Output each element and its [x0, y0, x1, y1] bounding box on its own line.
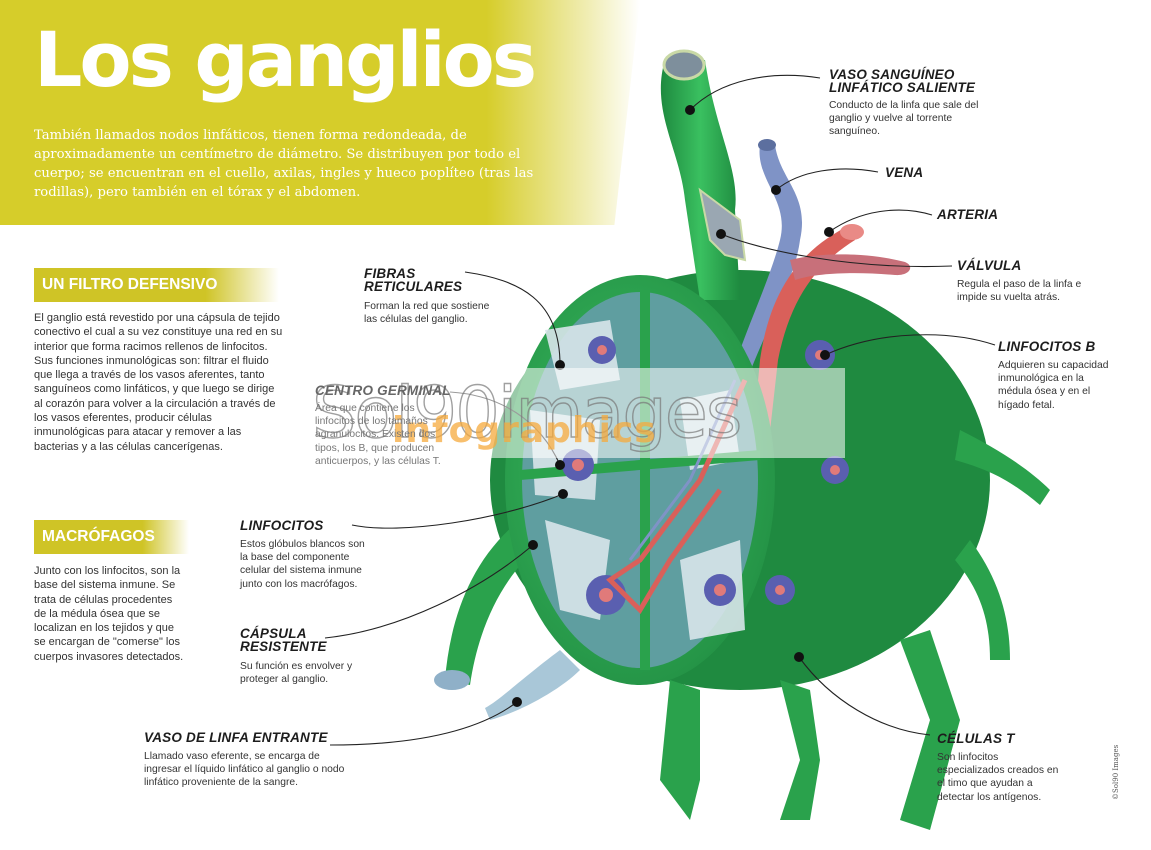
section-body-filtro: El ganglio está revestido por una cápsul… [34, 312, 283, 453]
label-linfocitos-body: Estos glóbulos blancos son la base del c… [240, 539, 365, 590]
label-line: LINFÁTICO SALIENTE [829, 80, 976, 95]
label-vaso-saliente-title: VASO SANGUÍNEO LINFÁTICO SALIENTE [829, 67, 976, 95]
label-line: VASO SANGUÍNEO [829, 67, 955, 82]
copyright-text: ©Sol90 Images [1112, 744, 1120, 800]
watermark-logo: Sol90images [311, 371, 743, 454]
label-fibras-body: Forman la red que sostiene las células d… [364, 301, 490, 326]
section-heading-macrofagos: MACRÓFAGOS [34, 520, 189, 554]
label-line: FIBRAS [364, 266, 416, 281]
label-line: RESISTENTE [240, 639, 327, 654]
label-arteria-title: ARTERIA [937, 207, 999, 222]
label-vaso-entrante-title: VASO DE LINFA ENTRANTE [144, 730, 328, 745]
header-band [0, 0, 640, 225]
label-centro-germinal-body: Área que contiene los linfocitos de los … [315, 403, 441, 467]
label-fibras-title: FIBRAS RETICULARES [364, 266, 463, 294]
intro-text: También llamados nodos linfáticos, tiene… [34, 128, 534, 200]
label-linfocitos-b-title: LINFOCITOS B [998, 339, 1096, 354]
label-capsula-body: Su función es envolver y proteger al gan… [240, 661, 353, 686]
label-vaso-entrante-body: Llamado vaso eferente, se encarga de ing… [144, 751, 345, 789]
label-celulas-t-title: CÉLULAS T [937, 731, 1015, 746]
label-line: CÁPSULA [240, 626, 307, 641]
label-vena-title: VENA [885, 165, 924, 180]
watermark-sublogo: infographics [392, 410, 657, 451]
label-valvula-body: Regula el paso de la linfa e impide su v… [957, 279, 1082, 304]
label-valvula-title: VÁLVULA [957, 258, 1022, 273]
section-heading-filtro: UN FILTRO DEFENSIVO [34, 268, 279, 302]
label-linfocitos-b-body: Adquieren su capacidad inmunológica en l… [998, 360, 1109, 411]
label-capsula-title: CÁPSULA RESISTENTE [240, 626, 327, 654]
section-body-macrofagos: Junto con los linfocitos, son la base de… [34, 565, 184, 663]
page-title: Los ganglios [34, 15, 537, 104]
watermark-band [300, 368, 845, 458]
label-linfocitos-title: LINFOCITOS [240, 518, 324, 533]
label-line: RETICULARES [364, 279, 463, 294]
label-centro-germinal-title: CENTRO GERMINAL [315, 383, 451, 398]
label-vaso-saliente-body: Conducto de la linfa que sale del gangli… [829, 100, 979, 138]
label-celulas-t-body: Son linfocitos especializados creados en… [937, 752, 1059, 803]
